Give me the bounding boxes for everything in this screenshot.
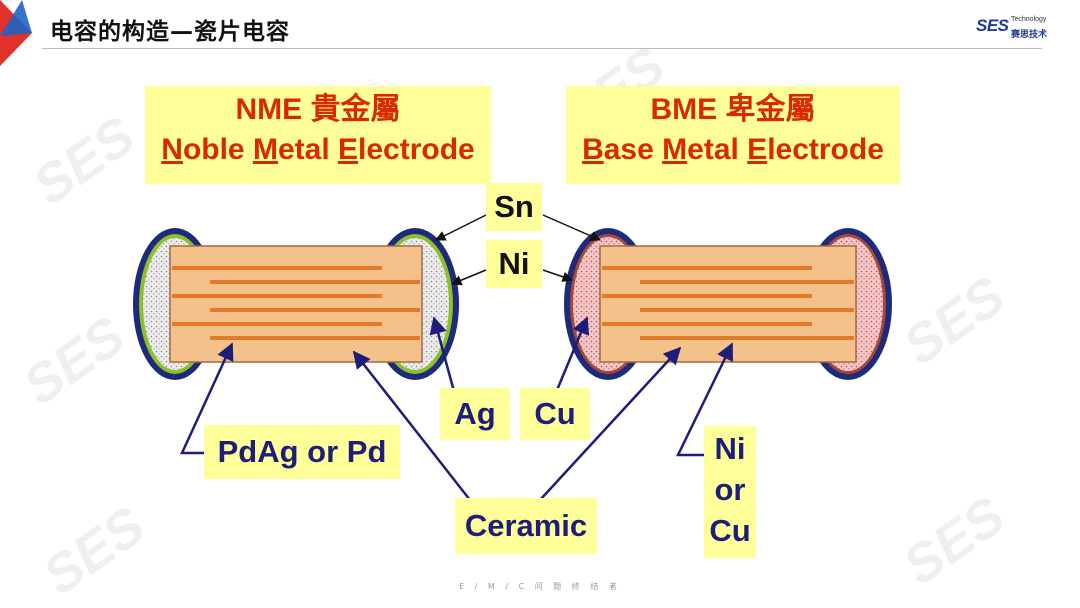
logo-text: SES <box>976 16 1009 35</box>
ni-arrow-left <box>451 269 487 286</box>
bme-title: BME 卑金屬 <box>650 93 816 126</box>
nme-capacitor <box>133 228 459 380</box>
company-logo: SES Technology 赛思技术 <box>976 14 1056 42</box>
corner-accent-icon <box>0 0 32 66</box>
bme-ceramic-body <box>599 245 857 363</box>
logo-subtext: Technology <box>1011 16 1047 23</box>
cu-label: Cu <box>520 388 590 440</box>
ceramic-label: Ceramic <box>455 498 597 554</box>
footer-text: E / M / C 问 题 终 结 者 <box>459 582 621 591</box>
sn-arrow-right <box>542 214 601 242</box>
nme-header-box: NME 貴金屬 Noble Metal Electrode <box>145 86 491 184</box>
nicu-pointer <box>676 342 734 457</box>
ni-or-cu-line1: Ni <box>714 431 746 466</box>
ni-or-cu-line3: Cu <box>709 513 751 548</box>
ceramic-pointer-left <box>352 350 471 501</box>
ni-arrow-right <box>542 269 573 282</box>
pdag-pointer <box>180 342 234 455</box>
ni-or-cu-line2: or <box>714 472 746 507</box>
ceramic-pointer-right <box>539 346 682 501</box>
ni-or-cu-label: Ni or Cu <box>704 426 756 558</box>
header-divider <box>42 48 1042 49</box>
nme-title: NME 貴金屬 <box>235 93 401 126</box>
ni-label: Ni <box>486 240 542 288</box>
nme-ceramic-body <box>169 245 423 363</box>
slide-title: 电容的构造—瓷片电容 <box>50 19 290 45</box>
ag-pointer <box>429 316 457 396</box>
bme-subtitle: Base Metal Electrode <box>582 133 884 166</box>
pdag-label: PdAg or Pd <box>204 425 400 479</box>
bme-capacitor <box>564 228 892 380</box>
sn-label: Sn <box>486 183 542 231</box>
nme-subtitle: Noble Metal Electrode <box>161 133 475 166</box>
bme-header-box: BME 卑金屬 Base Metal Electrode <box>566 86 900 184</box>
ag-label: Ag <box>440 388 510 440</box>
sn-arrow-left <box>435 214 487 241</box>
cu-pointer <box>553 316 590 396</box>
logo-chinese: 赛思技术 <box>1011 30 1048 40</box>
